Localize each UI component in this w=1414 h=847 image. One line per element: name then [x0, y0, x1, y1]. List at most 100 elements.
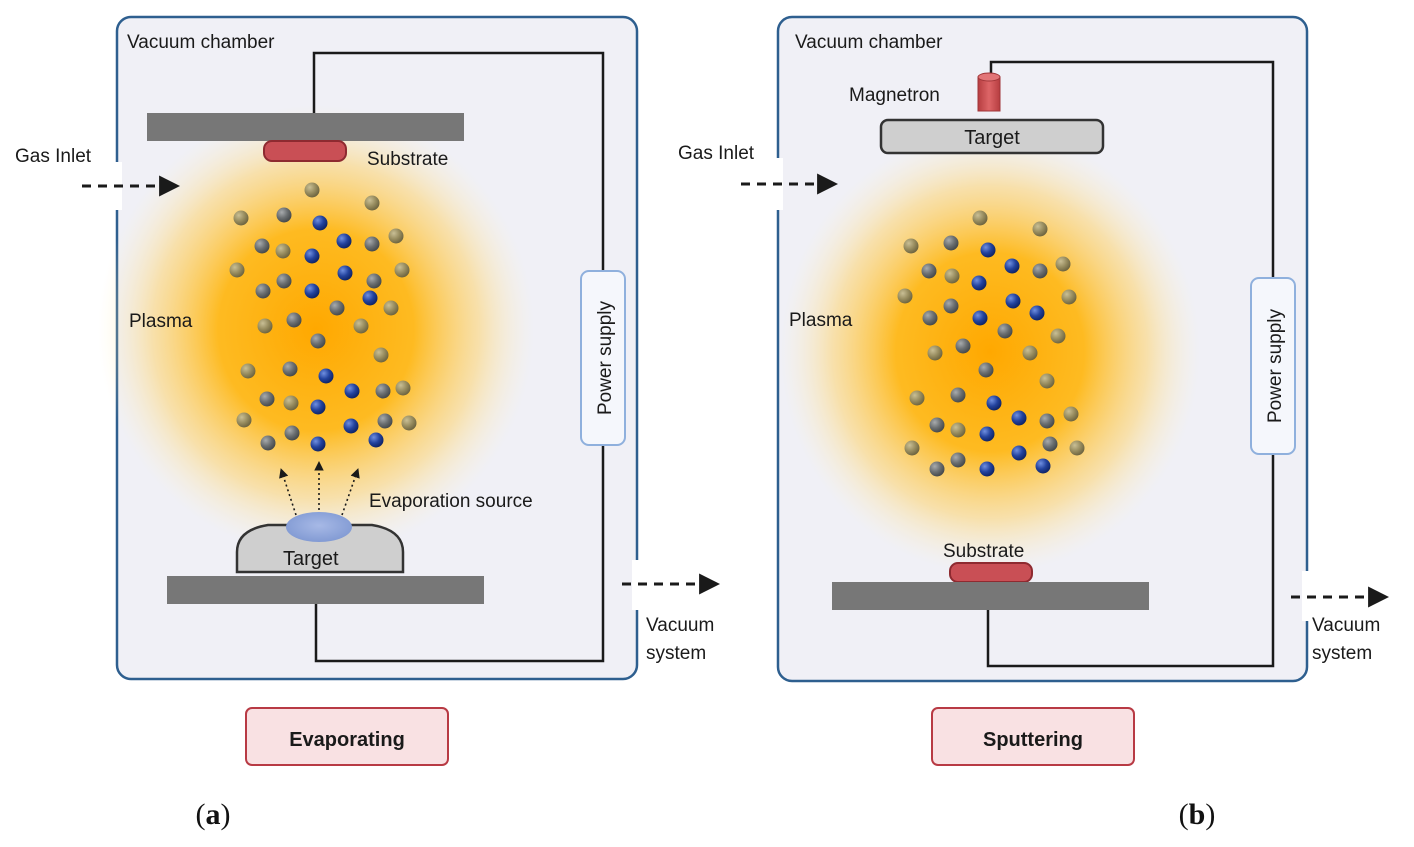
title-evaporating: Evaporating: [289, 729, 405, 751]
power-supply-b: [1250, 277, 1296, 455]
gray-particle-b: [929, 461, 945, 477]
olive-particle-b: [1032, 221, 1048, 237]
target-crucible-a: [235, 523, 405, 574]
blue-particle-a: [304, 248, 320, 264]
vacuum-label-b-line1: Vacuum: [1312, 615, 1380, 636]
gray-particle-a: [364, 236, 380, 252]
gray-particle-a: [282, 361, 298, 377]
olive-particle-a: [229, 262, 245, 278]
olive-particle-a: [394, 262, 410, 278]
gray-particle-b: [950, 387, 966, 403]
olive-particle-a: [236, 412, 252, 428]
olive-particle-a: [233, 210, 249, 226]
gray-particle-a: [254, 238, 270, 254]
olive-particle-a: [383, 300, 399, 316]
olive-particle-b: [904, 440, 920, 456]
gray-particle-b: [922, 310, 938, 326]
blue-particle-b: [979, 461, 995, 477]
gray-particle-a: [255, 283, 271, 299]
vacuum-label-a-line1: Vacuum: [646, 615, 714, 636]
gray-particle-b: [1032, 263, 1048, 279]
gray-particle-b: [1042, 436, 1058, 452]
blue-particle-a: [310, 436, 326, 452]
olive-particle-b: [1022, 345, 1038, 361]
caption-b: (b): [1179, 798, 1216, 831]
gray-particle-b: [955, 338, 971, 354]
blue-particle-a: [312, 215, 328, 231]
olive-particle-a: [283, 395, 299, 411]
blue-particle-b: [980, 242, 996, 258]
gray-particle-b: [997, 323, 1013, 339]
olive-particle-b: [972, 210, 988, 226]
olive-particle-b: [1061, 289, 1077, 305]
olive-particle-a: [275, 243, 291, 259]
magnetron: [977, 76, 1001, 112]
olive-particle-a: [304, 182, 320, 198]
gray-particle-b: [921, 263, 937, 279]
olive-particle-b: [1050, 328, 1066, 344]
olive-particle-b: [1039, 373, 1055, 389]
title-box-b: [931, 707, 1135, 766]
power-supply-label-b: Power supply: [1265, 308, 1286, 423]
gray-particle-a: [375, 383, 391, 399]
blue-particle-b: [971, 275, 987, 291]
vacuum-chamber-label-a: Vacuum chamber: [127, 32, 275, 53]
gray-particle-a: [276, 273, 292, 289]
gray-particle-b: [943, 235, 959, 251]
olive-particle-b: [1063, 406, 1079, 422]
bottom-plate-b: [832, 582, 1149, 610]
olive-particle-a: [395, 380, 411, 396]
olive-particle-b: [950, 422, 966, 438]
panel-b: Vacuum chamber Magnetron Target Gas Inle…: [678, 15, 1390, 831]
blue-particle-a: [304, 283, 320, 299]
blue-particle-a: [318, 368, 334, 384]
particles-b: [897, 210, 1085, 477]
plasma-glow-a: [98, 105, 534, 555]
substrate-label-b: Substrate: [943, 541, 1024, 562]
olive-particle-a: [240, 363, 256, 379]
target-label-a: Target: [283, 548, 339, 570]
blue-particle-b: [1005, 293, 1021, 309]
olive-particle-b: [909, 390, 925, 406]
gray-particle-a: [329, 300, 345, 316]
blue-particle-b: [1029, 305, 1045, 321]
blue-particle-b: [986, 395, 1002, 411]
gray-particle-a: [260, 435, 276, 451]
gray-particle-b: [929, 417, 945, 433]
gray-particle-a: [284, 425, 300, 441]
target-plate-b: [879, 118, 1105, 155]
blue-particle-b: [972, 310, 988, 326]
caption-a: (a): [196, 798, 231, 831]
olive-particle-b: [1055, 256, 1071, 272]
blue-particle-b: [1011, 410, 1027, 426]
gray-particle-a: [310, 333, 326, 349]
blue-particle-a: [362, 290, 378, 306]
particles-a: [229, 182, 417, 452]
blue-particle-a: [368, 432, 384, 448]
blue-particle-a: [337, 265, 353, 281]
olive-particle-b: [1069, 440, 1085, 456]
title-box-a: [245, 707, 449, 766]
olive-particle-b: [897, 288, 913, 304]
magnetron-label: Magnetron: [849, 85, 940, 106]
plasma-glow-b: [780, 130, 1200, 574]
evap-arrow-left: [279, 468, 297, 516]
blue-particle-b: [979, 426, 995, 442]
olive-particle-b: [944, 268, 960, 284]
plasma-label-a: Plasma: [129, 311, 193, 332]
plasma-label-b: Plasma: [789, 310, 853, 331]
olive-particle-b: [927, 345, 943, 361]
olive-particle-a: [364, 195, 380, 211]
evap-arrow-right: [341, 468, 360, 516]
gray-particle-b: [978, 362, 994, 378]
gray-particle-b: [950, 452, 966, 468]
olive-particle-a: [388, 228, 404, 244]
gray-particle-a: [276, 207, 292, 223]
olive-particle-b: [903, 238, 919, 254]
bottom-plate-a: [167, 576, 484, 604]
magnetron-top: [977, 72, 1001, 82]
power-supply-a: [580, 270, 626, 446]
olive-particle-a: [353, 318, 369, 334]
substrate-label-a: Substrate: [367, 149, 448, 170]
